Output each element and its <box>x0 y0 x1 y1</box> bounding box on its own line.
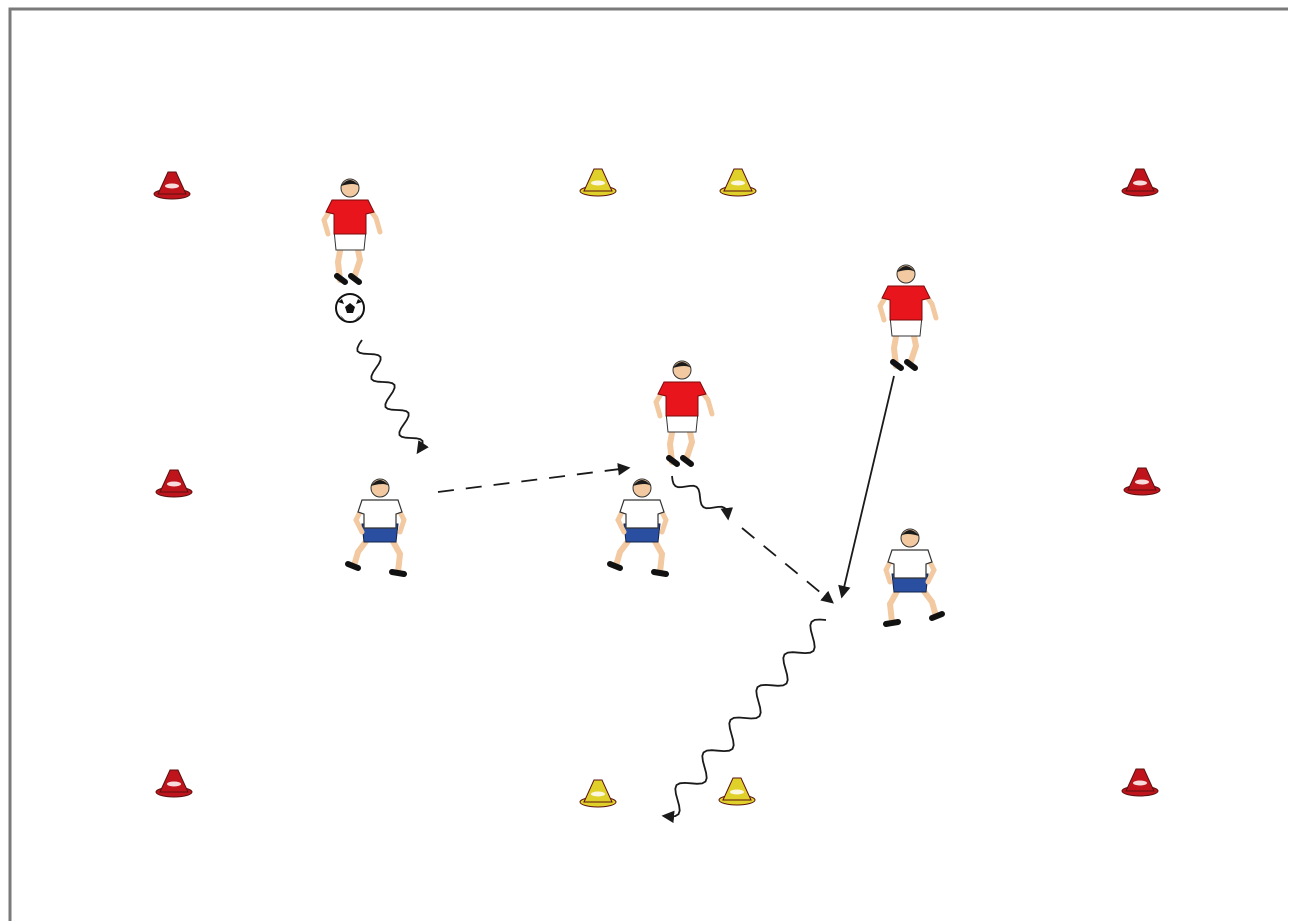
soccer-ball <box>336 294 364 322</box>
ball-layer <box>336 294 364 322</box>
